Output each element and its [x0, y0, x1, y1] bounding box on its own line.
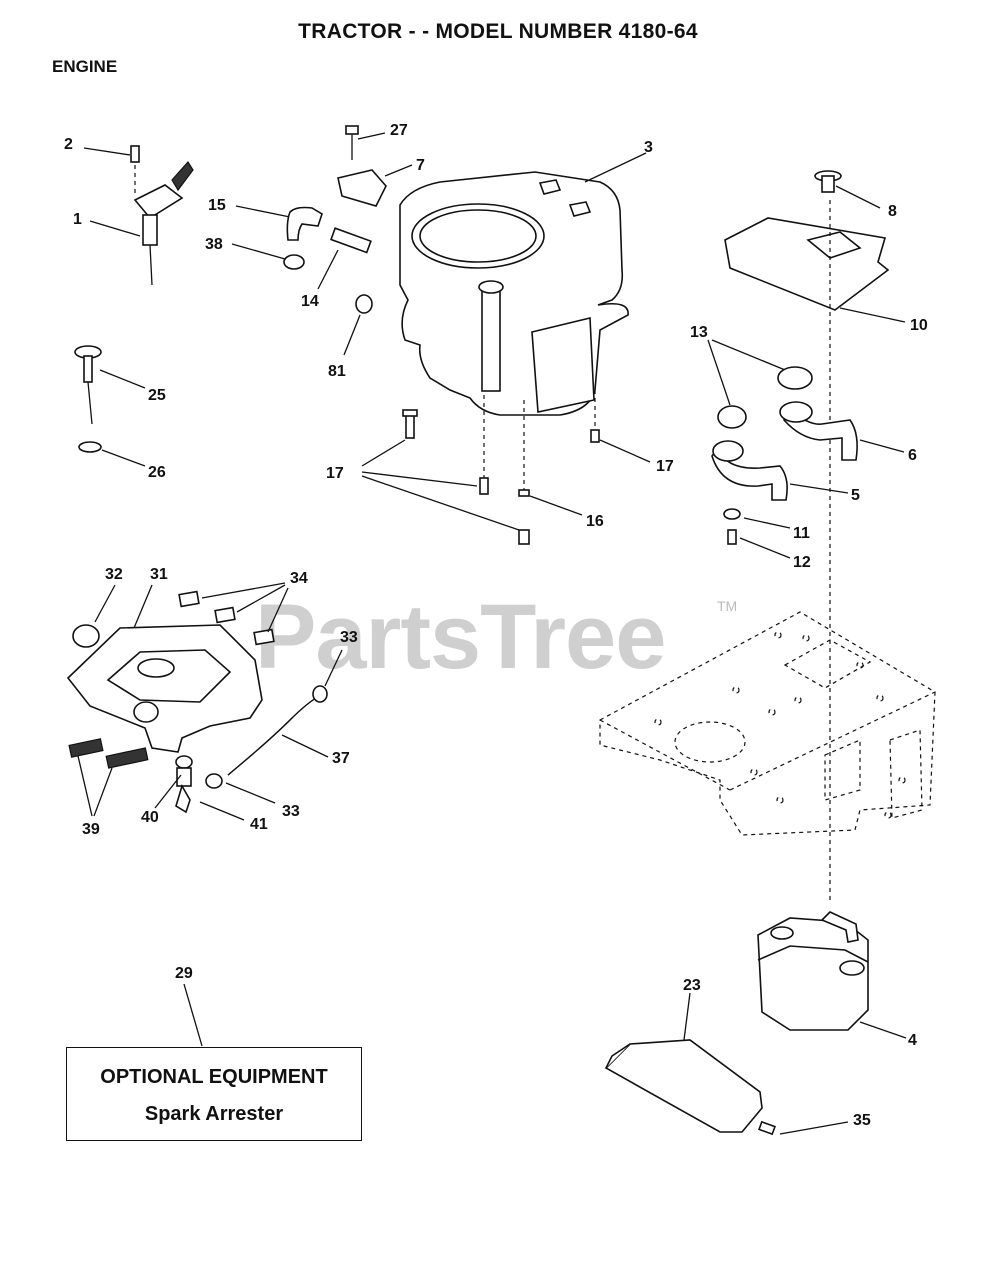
spark-arrester-label: Spark Arrester: [144, 1103, 284, 1125]
callout-29: 29: [175, 965, 193, 982]
callout-27: 27: [390, 122, 408, 139]
callout-81: 81: [328, 363, 346, 380]
callout-33-lower: 33: [282, 803, 300, 820]
dipstick-part: [74, 345, 146, 467]
parts-tree-watermark: PartsTree: [255, 586, 666, 688]
callout-2: 2: [64, 136, 73, 153]
callout-35: 35: [853, 1112, 871, 1129]
callout-10: 10: [910, 317, 928, 334]
engine-mount-bolts: [361, 390, 651, 545]
callout-26: 26: [148, 464, 166, 481]
callout-17-right: 17: [656, 458, 674, 475]
fuel-fittings-part: [231, 205, 373, 356]
callout-7: 7: [416, 157, 425, 174]
callout-16: 16: [586, 513, 604, 530]
optional-equipment-leader: [183, 983, 203, 1047]
callout-40: 40: [141, 809, 159, 826]
exhaust-pipes-part: [707, 339, 905, 559]
callout-14: 14: [301, 293, 319, 310]
callout-34: 34: [290, 570, 308, 587]
optional-equipment-box: OPTIONAL EQUIPMENT Spark Arrester: [66, 1047, 362, 1141]
optional-equipment-heading: OPTIONAL EQUIPMENT: [100, 1066, 328, 1088]
callout-4: 4: [908, 1032, 917, 1049]
engine-body-part: [399, 152, 647, 416]
muffler-shield-part: [604, 992, 849, 1136]
callout-39: 39: [82, 821, 100, 838]
callout-13: 13: [690, 324, 708, 341]
callout-15: 15: [208, 197, 226, 214]
page-title: TRACTOR - - MODEL NUMBER 4180-64: [298, 20, 698, 43]
callout-labels: 2 1 27 7 3 15 38 14 81 8 10 13 25 26 17 …: [64, 122, 928, 1129]
callout-11: 11: [793, 525, 810, 542]
callout-1: 1: [73, 211, 82, 228]
callout-25: 25: [148, 387, 166, 404]
callout-37: 37: [332, 750, 350, 767]
chassis-plate-part: [599, 611, 936, 836]
throttle-control-part: [83, 145, 194, 286]
callout-33-upper: 33: [340, 629, 358, 646]
bracket-bolt-part: [337, 125, 413, 207]
callout-23: 23: [683, 977, 701, 994]
callout-38: 38: [205, 236, 223, 253]
callout-41: 41: [250, 816, 268, 833]
callout-17-left: 17: [326, 465, 344, 482]
section-title: ENGINE: [52, 57, 118, 76]
callout-6: 6: [908, 447, 917, 464]
callout-31: 31: [150, 566, 168, 583]
air-cleaner-part: [66, 582, 343, 821]
callout-5: 5: [851, 487, 860, 504]
callout-32: 32: [105, 566, 123, 583]
trademark-mark: TM: [717, 598, 738, 614]
callout-8: 8: [888, 203, 897, 220]
muffler-part: [757, 911, 907, 1039]
callout-12: 12: [793, 554, 811, 571]
shield-knob-part: [724, 170, 906, 900]
callout-3: 3: [644, 139, 653, 156]
